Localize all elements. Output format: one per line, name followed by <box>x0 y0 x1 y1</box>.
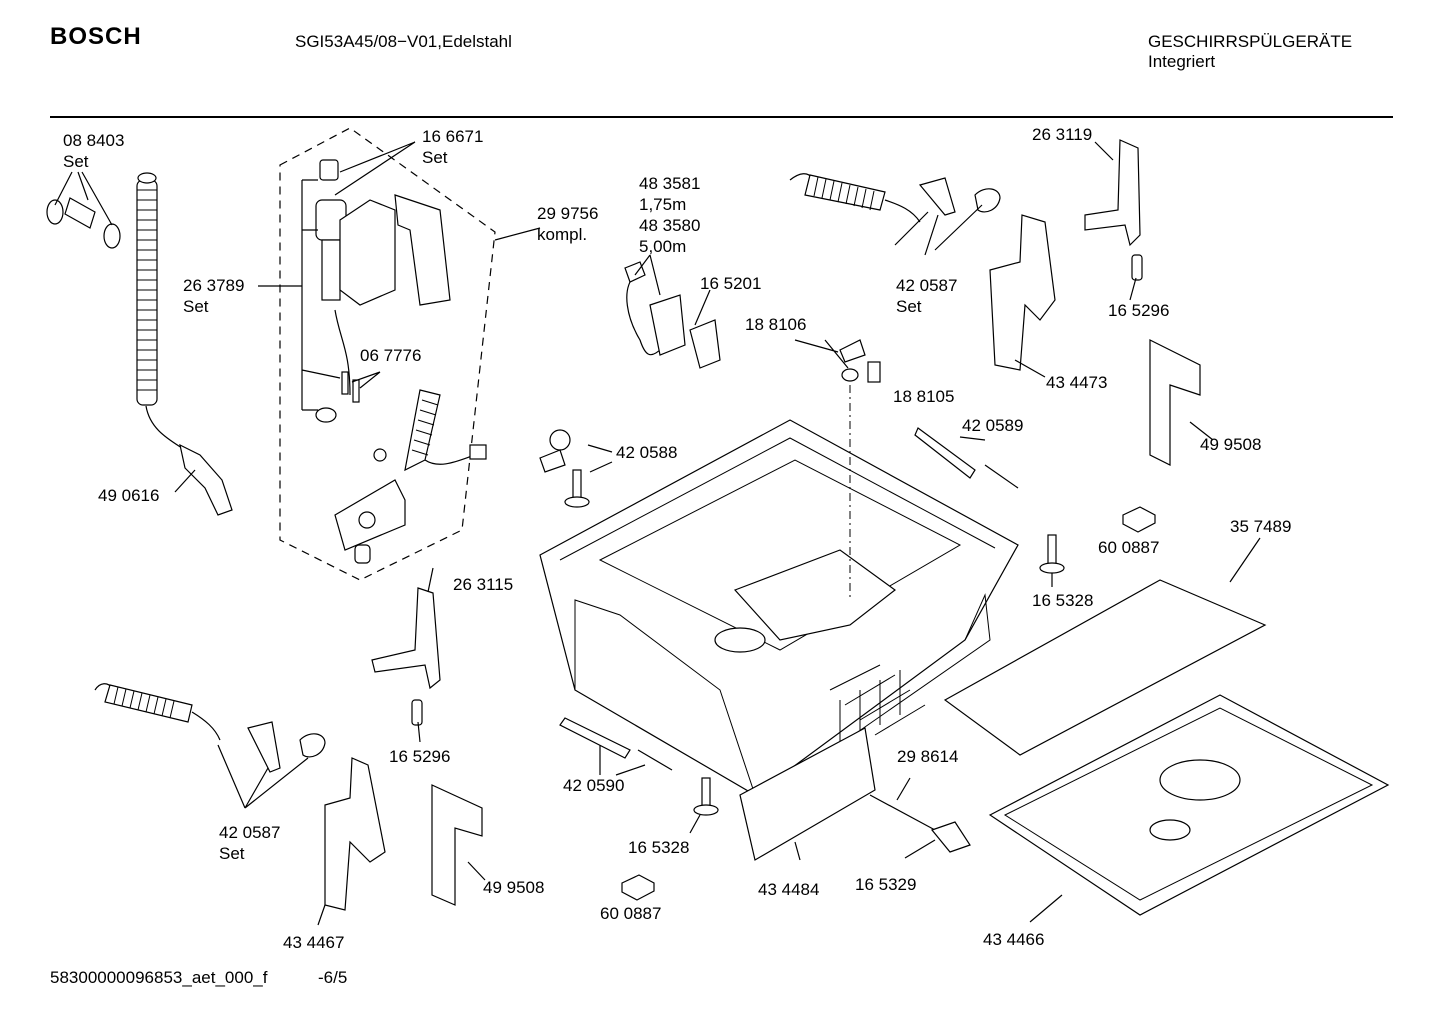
callout-263115: 26 3115 <box>453 575 513 594</box>
document-id: 58300000096853_aet_000_f <box>50 968 268 987</box>
callout-420590: 42 0590 <box>563 776 624 795</box>
drain-hose <box>136 172 233 516</box>
callout-434467: 43 4467 <box>283 933 344 952</box>
callout-165296-right: 16 5296 <box>1108 301 1169 320</box>
block-600887-left <box>621 874 655 901</box>
callout-434484: 43 4484 <box>758 880 819 899</box>
hose-clamp-set <box>46 197 121 249</box>
callout-434473: 43 4473 <box>1046 373 1107 392</box>
plinth-panel <box>739 727 876 861</box>
callout-165329: 16 5329 <box>855 875 916 894</box>
brand-logo: BOSCH <box>50 23 142 50</box>
hinge-spring-left <box>94 683 326 773</box>
callout-165328-left: 16 5328 <box>628 838 689 857</box>
slide-rails <box>559 427 1019 771</box>
leader-lines <box>54 141 1261 926</box>
sensor-plug <box>869 794 971 853</box>
cover-plate <box>943 579 1267 756</box>
mains-cable <box>624 261 721 369</box>
base-tub <box>539 419 1019 801</box>
hinge-bracket-right <box>989 139 1201 466</box>
hinge-bracket-left <box>324 587 483 911</box>
parts-drawings <box>46 127 1390 916</box>
callout-490616: 49 0616 <box>98 486 159 505</box>
callout-357489: 35 7489 <box>1230 517 1291 536</box>
spiral-cable <box>373 389 487 472</box>
small-parts-center <box>839 339 881 600</box>
block-600887-right <box>1122 506 1156 533</box>
aquastop-valve <box>315 159 451 423</box>
callout-165296-left: 16 5296 <box>389 747 450 766</box>
hinge-spring-top <box>789 173 1001 223</box>
callout-165201: 16 5201 <box>700 274 761 293</box>
callout-420589: 42 0589 <box>962 416 1023 435</box>
control-module <box>334 479 406 564</box>
base-pan <box>988 694 1390 916</box>
appliance-category: GESCHIRRSPÜLGERÄTE <box>1148 32 1353 51</box>
callout-188105: 18 8105 <box>893 387 954 406</box>
kit-outline <box>279 127 496 581</box>
callout-499508-left: 49 9508 <box>483 878 544 897</box>
callout-600887-left: 60 0887 <box>600 904 661 923</box>
callout-499508-right: 49 9508 <box>1200 435 1261 454</box>
callout-165328-right: 16 5328 <box>1032 591 1093 610</box>
callout-067776: 06 7776 <box>360 346 421 365</box>
page-number: -6/5 <box>318 968 348 987</box>
callout-188106: 18 8106 <box>745 315 806 334</box>
callout-263119: 26 3119 <box>1032 125 1092 144</box>
callout-298614: 29 8614 <box>897 747 958 766</box>
appliance-subcategory: Integriert <box>1148 52 1216 71</box>
callout-600887-right: 60 0887 <box>1098 538 1159 557</box>
callout-434466: 43 4466 <box>983 930 1044 949</box>
model-number: SGI53A45/08−V01,Edelstahl <box>295 32 512 51</box>
callout-420588: 42 0588 <box>616 443 677 462</box>
